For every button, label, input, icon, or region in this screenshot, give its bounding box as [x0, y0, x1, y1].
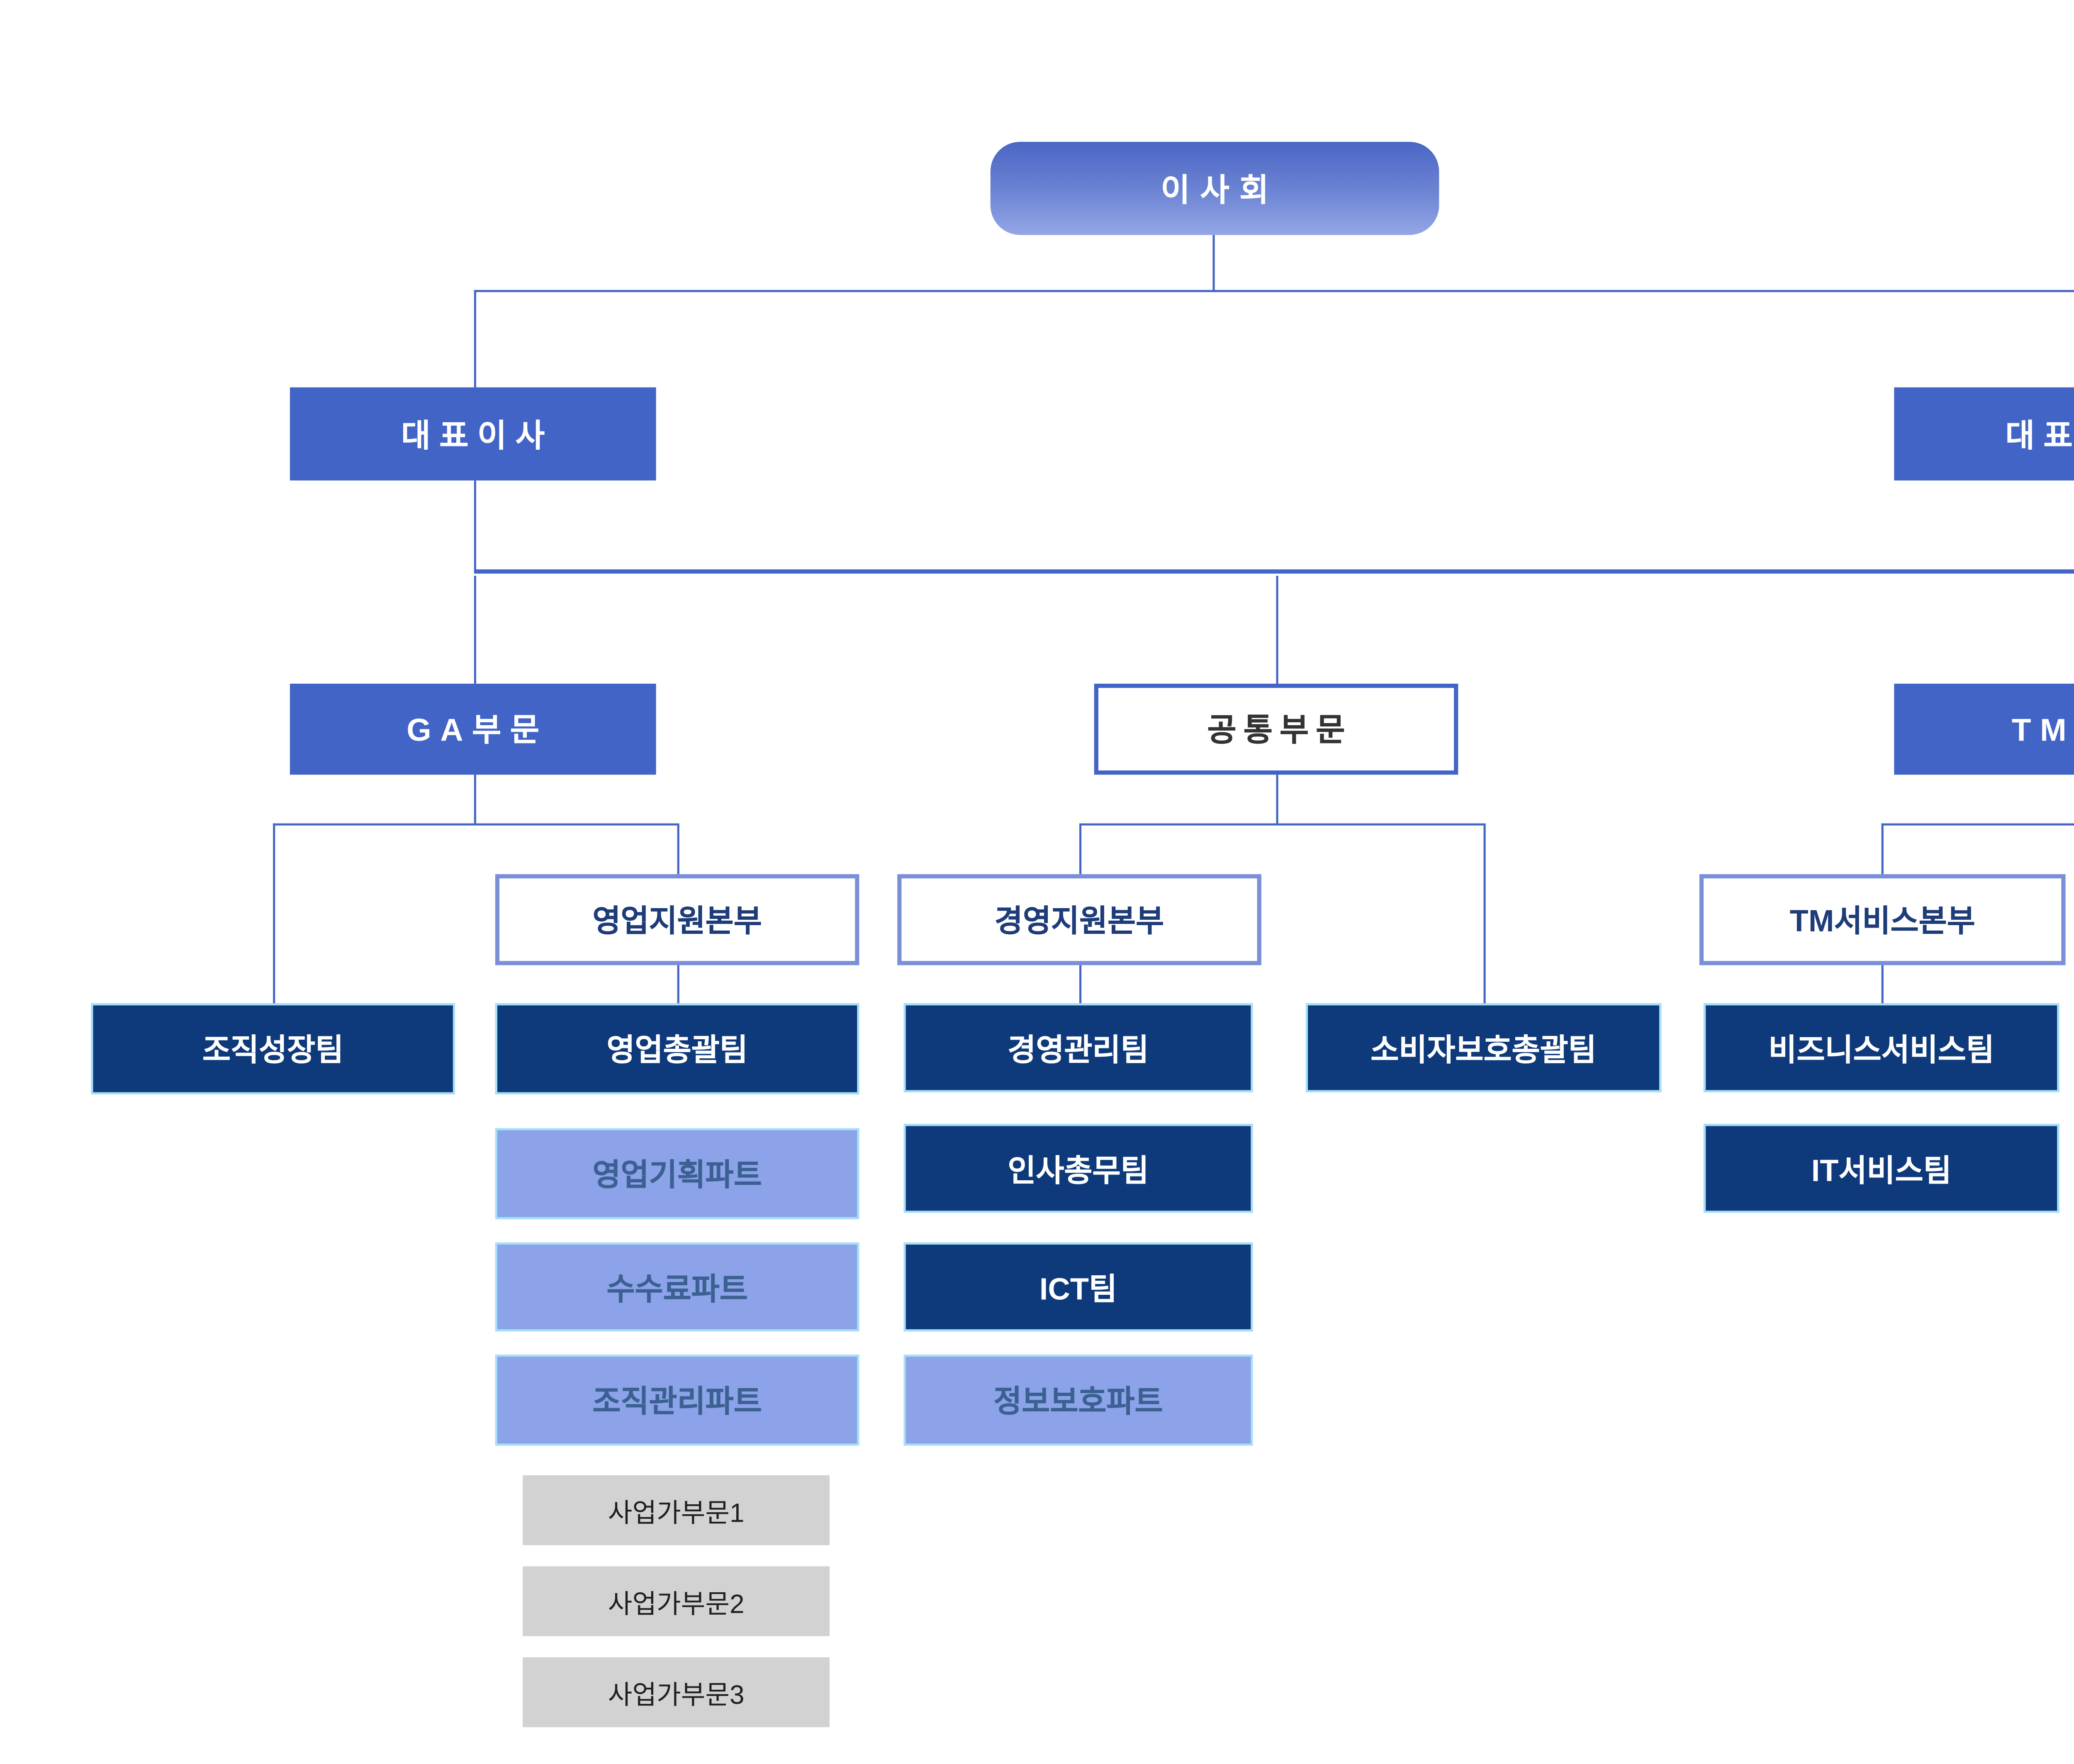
node-part-sales-planning: 영업기획파트	[495, 1128, 859, 1219]
connector-line	[1880, 823, 1883, 875]
node-team-sales-general: 영업총괄팀	[495, 1003, 859, 1094]
node-ceo-right: 대표이사	[1894, 387, 2074, 481]
connector-line	[676, 965, 679, 1004]
connector-line	[474, 569, 2074, 574]
node-hq-mgmt-support: 경영지원본부	[897, 874, 1261, 965]
node-biz-sector-3: 사업가부문3	[523, 1657, 830, 1727]
node-part-org-mgmt: 조직관리파트	[495, 1355, 859, 1446]
connector-line	[273, 822, 677, 825]
connector-line	[473, 775, 475, 824]
connector-line	[1881, 822, 2074, 825]
connector-line	[473, 290, 475, 387]
node-division-common: 공통부문	[1094, 683, 1458, 775]
node-biz-sector-1: 사업가부문1	[523, 1475, 830, 1545]
node-ceo-left: 대표이사	[290, 387, 656, 481]
connector-line	[1482, 823, 1485, 1004]
connector-line	[676, 823, 679, 875]
node-team-it-service: IT서비스팀	[1704, 1124, 2059, 1213]
node-board: 이사회	[990, 141, 1439, 235]
node-team-biz-service: 비즈니스서비스팀	[1704, 1003, 2059, 1092]
connector-line	[1212, 235, 1215, 290]
node-team-org-growth: 조직성장팀	[91, 1003, 455, 1094]
node-team-hr-general: 인사총무팀	[903, 1124, 1253, 1213]
connector-line	[1275, 575, 1278, 684]
connector-line	[474, 289, 2074, 291]
node-division-ga: GA부문	[290, 683, 656, 775]
connector-line	[1079, 822, 1484, 825]
node-hq-sales-support: 영업지원본부	[495, 874, 859, 965]
connector-line	[1275, 775, 1278, 824]
node-team-consumer-protection: 소비자보호총괄팀	[1305, 1003, 1662, 1092]
connector-line	[1880, 965, 1883, 1004]
node-team-mgmt: 경영관리팀	[903, 1003, 1253, 1092]
node-part-fee: 수수료파트	[495, 1242, 859, 1332]
connector-line	[473, 480, 475, 572]
node-biz-sector-2: 사업가부문2	[523, 1566, 830, 1636]
node-division-tm: TM부문	[1894, 683, 2074, 775]
node-part-info-security: 정보보호파트	[903, 1355, 1253, 1446]
connector-line	[473, 575, 475, 684]
connector-line	[1078, 823, 1081, 875]
node-team-ict: ICT팀	[903, 1242, 1253, 1332]
node-hq-tm-service: TM서비스본부	[1699, 874, 2066, 965]
connector-line	[1078, 965, 1081, 1004]
connector-line	[272, 823, 274, 1004]
